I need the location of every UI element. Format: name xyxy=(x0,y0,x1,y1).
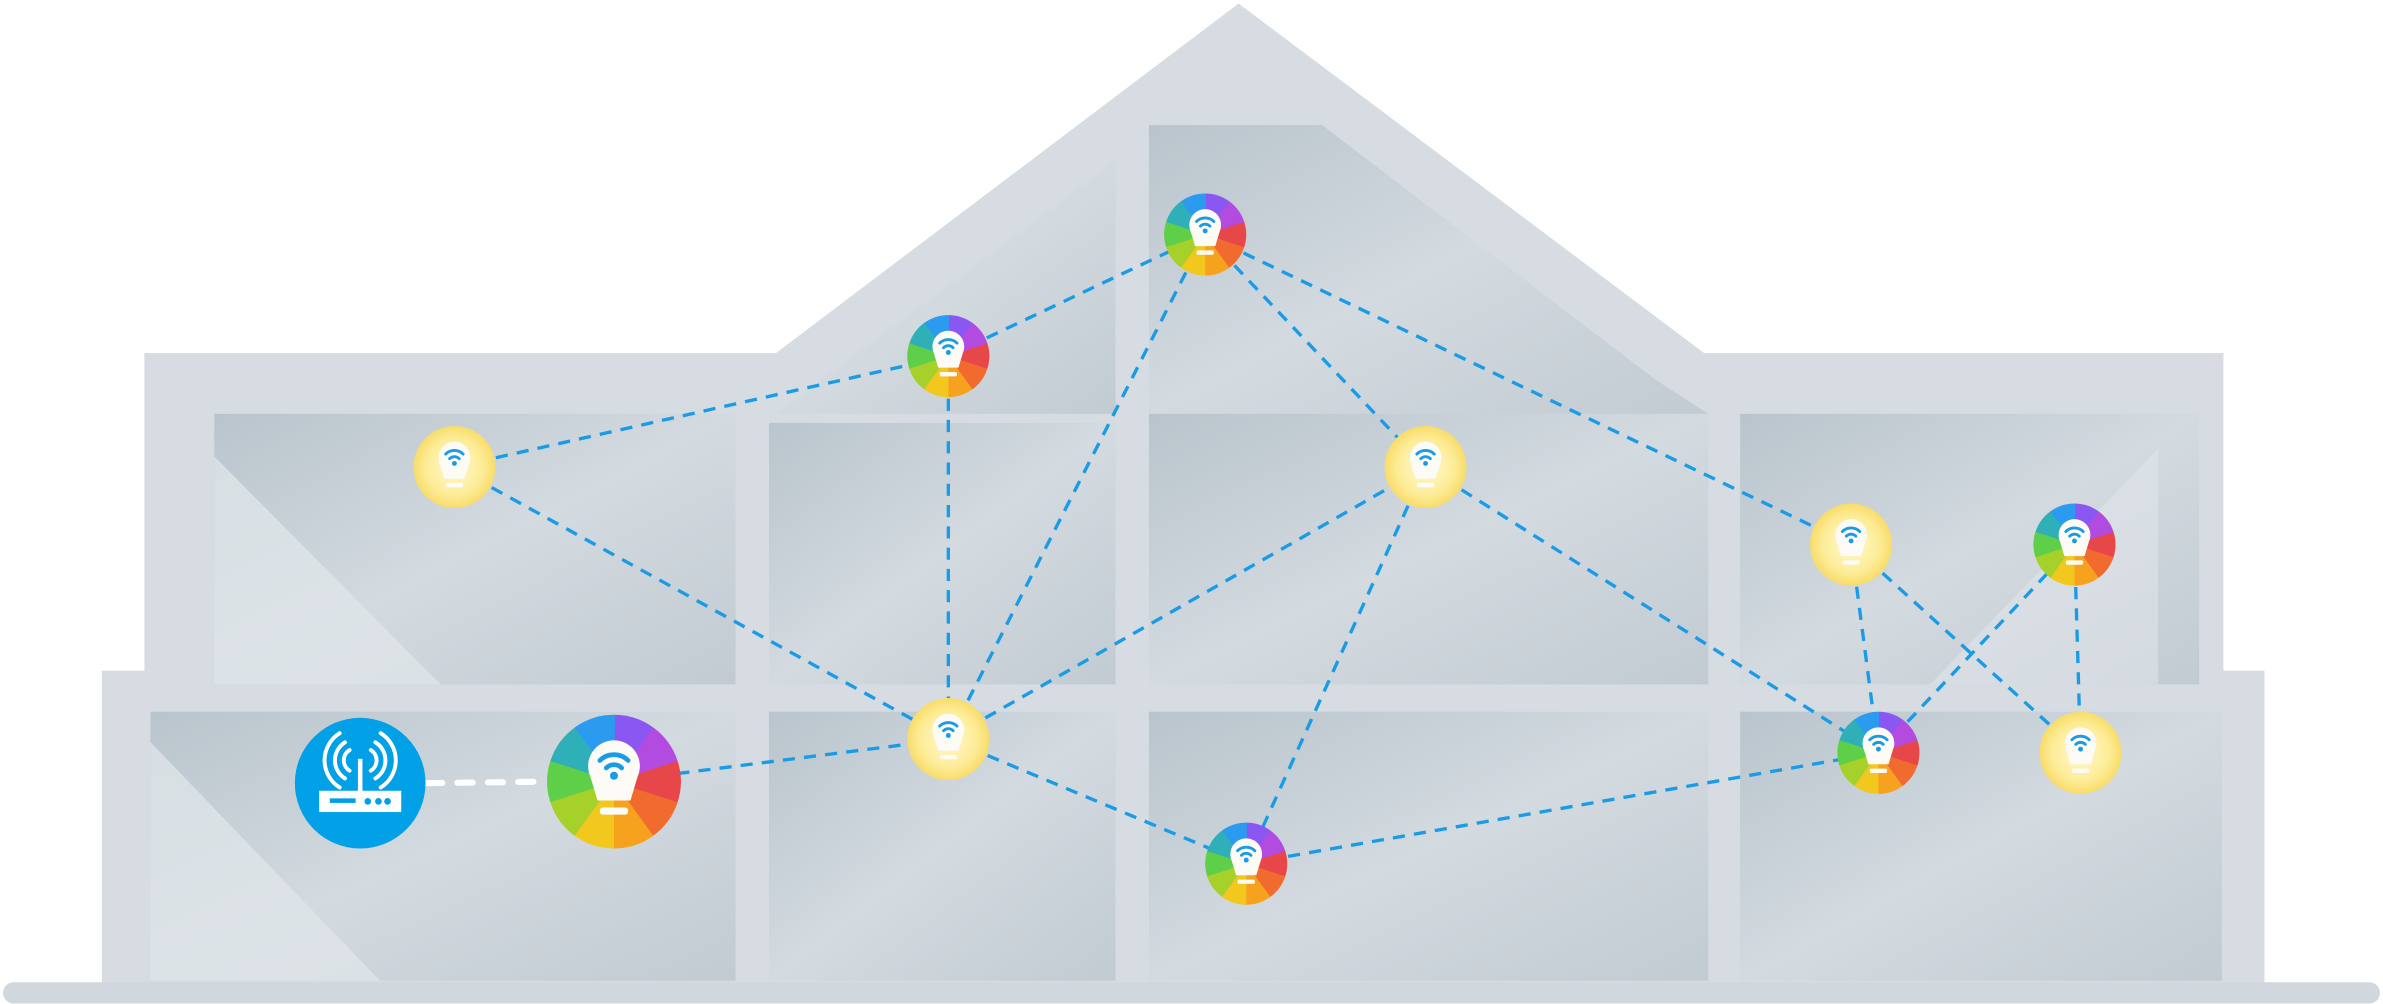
bulb-icon xyxy=(2064,727,2097,773)
bulb-icon xyxy=(1230,838,1263,884)
color-bulb-node[interactable] xyxy=(1205,822,1288,905)
white-bulb-node[interactable] xyxy=(2039,711,2122,794)
color-bulb-node[interactable] xyxy=(1837,711,1920,794)
mesh-nodes xyxy=(294,193,2122,905)
attic-room-center xyxy=(1148,125,1709,414)
mesh-link xyxy=(1245,751,1879,866)
bulb-icon xyxy=(1409,441,1442,488)
mesh-link xyxy=(1244,466,1428,865)
white-bulb-node[interactable] xyxy=(1810,503,1893,586)
mesh-link xyxy=(947,465,1427,741)
bulb-icon xyxy=(438,441,471,488)
router-link xyxy=(424,778,548,787)
color-bulb-node[interactable] xyxy=(2033,503,2116,586)
router-icon xyxy=(319,731,402,813)
mesh-link xyxy=(1849,543,2082,755)
mesh-link xyxy=(613,737,949,784)
mesh-link xyxy=(453,465,950,741)
router-node[interactable] xyxy=(294,717,426,849)
white-bulb-node[interactable] xyxy=(1384,426,1467,509)
mesh-link xyxy=(1203,233,1427,469)
house xyxy=(3,3,2380,1004)
room-upper-2 xyxy=(769,422,1116,685)
mesh-link xyxy=(947,737,1247,866)
mesh-links xyxy=(424,233,2083,866)
bulb-icon xyxy=(932,330,965,377)
bulb-icon xyxy=(588,740,640,815)
mesh-link xyxy=(1424,465,1880,755)
mesh-link xyxy=(1877,543,2076,754)
color-bulb-node[interactable] xyxy=(547,714,681,849)
bulb-icon xyxy=(1835,519,1867,565)
color-bulb-node[interactable] xyxy=(907,315,990,398)
bulb-icon xyxy=(2058,519,2091,565)
white-bulb-node[interactable] xyxy=(907,698,990,781)
mesh-link xyxy=(1204,233,1852,547)
bulb-icon xyxy=(1189,209,1222,255)
mesh-link xyxy=(947,233,1206,358)
white-bulb-node[interactable] xyxy=(413,426,496,509)
bulb-icon xyxy=(1862,727,1895,773)
ground-line xyxy=(3,982,2380,1004)
bulb-icon xyxy=(932,713,965,760)
room-lower-4 xyxy=(1740,711,2222,981)
color-bulb-node[interactable] xyxy=(1164,193,1247,276)
mesh-link xyxy=(946,233,1207,740)
